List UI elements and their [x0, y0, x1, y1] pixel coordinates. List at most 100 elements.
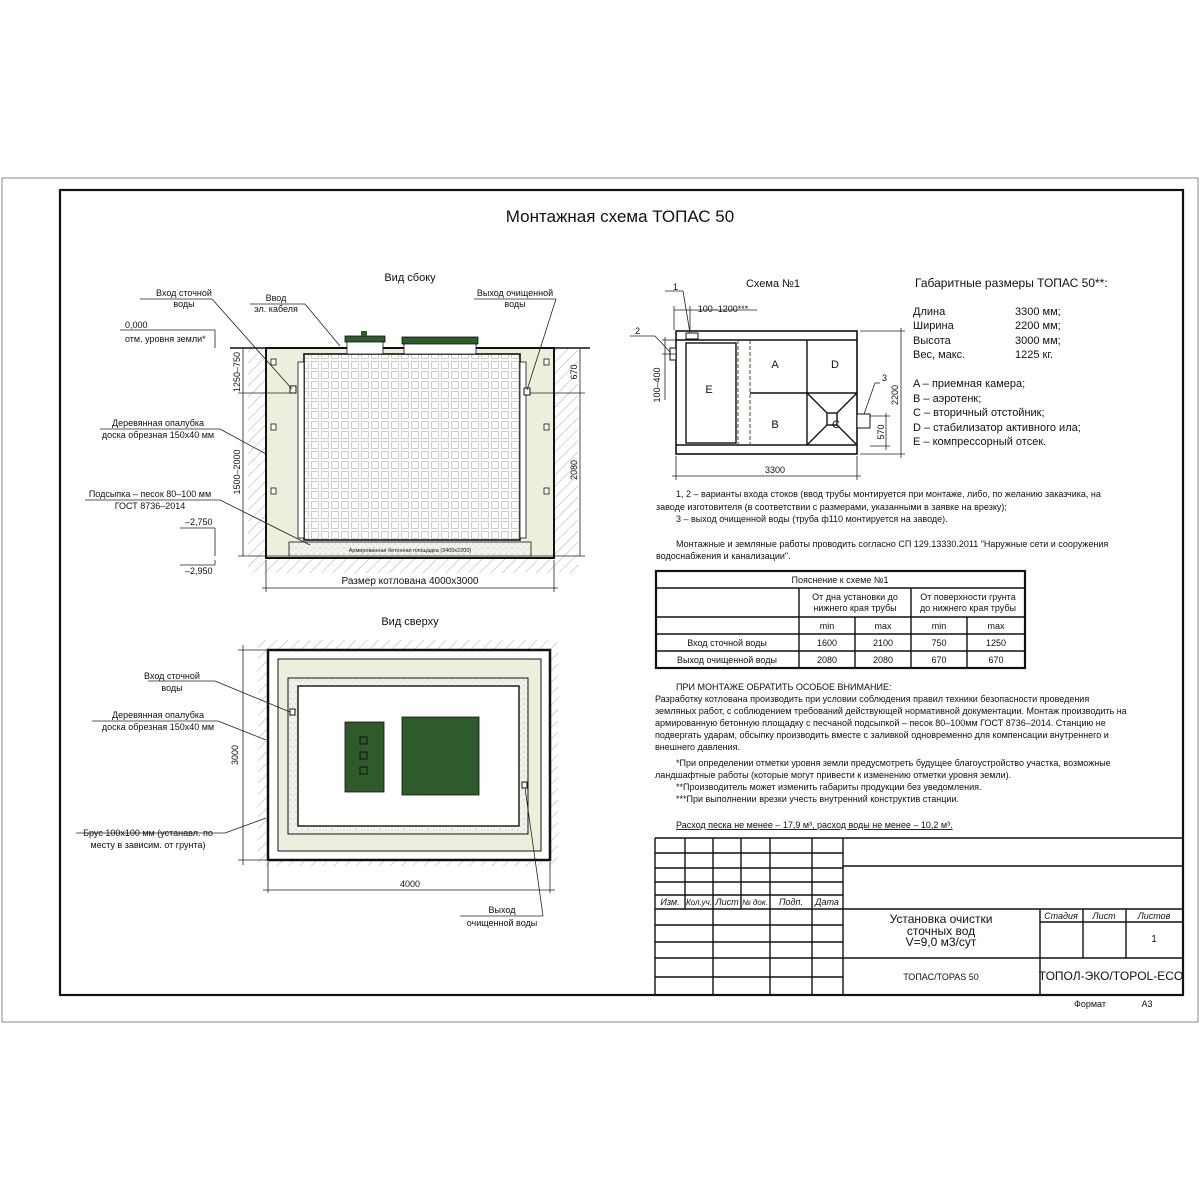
note-regulation-2: водоснабжения и канализации".	[656, 551, 791, 561]
table-cell: 2080	[873, 655, 893, 665]
attention-line: внешнего давления.	[655, 742, 740, 752]
ground-level-value: 0,000	[125, 320, 148, 330]
table-subheader: min	[820, 621, 835, 631]
dim-height-label: Высота	[913, 335, 952, 347]
outlet-label-2: воды	[504, 299, 525, 309]
dim-1250-750: 1250–750	[232, 352, 242, 392]
legend-a: A – приемная камера;	[913, 378, 1025, 390]
inlet-label-2: воды	[173, 299, 194, 309]
top-view: Вид сверху Вход сточной воды Деревянная …	[76, 616, 558, 928]
table-cell: 750	[931, 638, 946, 648]
table-subheader: min	[932, 621, 947, 631]
outlet-pipe-top	[521, 781, 528, 789]
dim-2200: 2200	[890, 385, 900, 405]
top-inlet-label-2: воды	[161, 683, 182, 693]
table-cell: 2100	[873, 638, 893, 648]
project-capacity: V=9,0 м3/сут	[906, 935, 977, 949]
top-formwork-label: Деревянная опалубка	[112, 710, 204, 720]
dim-3000: 3000	[230, 745, 240, 765]
note-outlet: 3 – выход очищенной воды (труба ф110 мон…	[676, 514, 948, 524]
table-group-header-1: От дна установки до	[812, 592, 898, 602]
dim-inlet: 100–1200***	[698, 304, 749, 314]
table-cell: 670	[988, 655, 1003, 665]
product-name: ТОПАС/TOPAS 50	[903, 972, 979, 982]
tank-rib-left	[297, 361, 305, 539]
cable-label-2: эл. кабеля	[254, 304, 298, 314]
section-c-label: C	[832, 419, 840, 431]
format-label: Формат	[1074, 999, 1106, 1009]
table-cell: 2080	[817, 655, 837, 665]
footnote-2: **Производитель может изменить габариты …	[676, 782, 981, 792]
legend-e: E – компрессорный отсек.	[913, 436, 1046, 448]
dim-weight-label: Вес, макс.	[913, 349, 965, 361]
inlet-1	[685, 332, 699, 340]
level-2950: –2,950	[185, 566, 213, 576]
dim-570: 570	[876, 424, 886, 439]
formwork-label-2: доска обрезная 150х40 мм	[102, 430, 214, 440]
note-inlet-1: 1, 2 – варианты входа стоков (ввод трубы…	[676, 489, 1101, 499]
legend-b: B – аэротенк;	[913, 393, 981, 405]
beam-label: Брус 100х100 мм (устанавл. по	[83, 828, 213, 838]
attention-line: армированную бетонную площадку с песчано…	[655, 718, 1106, 728]
top-outlet-label-2: очищенной воды	[467, 918, 538, 928]
attention-line: земляных работ, с соблюдением требований…	[655, 706, 1127, 716]
concrete-pad	[288, 541, 532, 557]
pad-label: Армированная бетонная площадка (3400х220…	[349, 548, 472, 554]
col-izm: Изм.	[660, 897, 679, 907]
lid-large-top	[401, 716, 480, 796]
attention-heading: ПРИ МОНТАЖЕ ОБРАТИТЬ ОСОБОЕ ВНИМАНИЕ:	[676, 682, 892, 692]
dim-length-label: Длина	[913, 306, 946, 318]
beam-label-2: месту в зависим. от грунта)	[91, 840, 206, 850]
top-inlet-label: Вход сточной	[144, 671, 200, 681]
title-block: Изм. Кол.уч. Лист № док. Подп. Дата Уста…	[654, 837, 1183, 1009]
table-row-label: Вход сточной воды	[687, 638, 767, 648]
sand-label: Подсыпка – песок 80–100 мм	[89, 489, 211, 499]
inlet-pipe-top	[289, 708, 296, 716]
footnote-1b: ландшафтные работы (которые могут привес…	[655, 770, 1011, 780]
table-group-header-1b: нижнего края трубы	[813, 603, 896, 613]
sheets-header: Листов	[1137, 911, 1171, 921]
attention-line: Разработку котлована производить при усл…	[655, 694, 1089, 704]
dim-670: 670	[569, 364, 579, 379]
dim-1500-2000: 1500–2000	[232, 449, 242, 494]
top-view-heading: Вид сверху	[381, 616, 439, 628]
pit-size-label: Размер котлована 4000х3000	[342, 576, 479, 587]
dim-width-label: Ширина	[913, 320, 955, 332]
outlet-label: Выход очищенной	[477, 288, 553, 298]
section-d-label: D	[831, 359, 839, 371]
level-2750: –2,750	[185, 517, 213, 527]
dim-2080: 2080	[569, 460, 579, 480]
table-subheader: max	[874, 621, 892, 631]
dim-4000: 4000	[400, 879, 420, 889]
col-kol-uch: Кол.уч.	[686, 898, 712, 907]
col-signature: Подп.	[779, 897, 803, 907]
table-group-header-2b: до нижнего края трубы	[920, 603, 1016, 613]
dim-weight-value: 1225 кг.	[1015, 349, 1053, 361]
table-cell: 1600	[817, 638, 837, 648]
callout-1: 1	[673, 282, 678, 292]
footnote-1: *При определении отметки уровня земли пр…	[676, 758, 1111, 768]
section-c-funnel	[806, 392, 858, 446]
top-outlet-label: Выход	[489, 905, 517, 915]
section-b-label: B	[771, 419, 778, 431]
attention-line: подвергать ударам, обсыпку производить в…	[655, 730, 1109, 740]
table-row-label: Выход очищенной воды	[677, 655, 777, 665]
side-view-heading: Вид сбоку	[384, 272, 436, 284]
table-title: Пояснение к схеме №1	[791, 575, 888, 585]
sheet-header: Лист	[1091, 911, 1116, 921]
company-name: ТОПОЛ-ЭКО/TOPOL-ECO	[1039, 969, 1183, 983]
tank-rib-right	[519, 361, 527, 539]
inlet-pipe	[289, 385, 297, 394]
sand-label-2: ГОСТ 8736–2014	[115, 501, 186, 511]
note-inlet-2: заводе изготовителя (в соответствии с ра…	[656, 502, 1007, 512]
dim-side: 100–400	[652, 367, 662, 402]
col-list: Лист	[714, 897, 739, 907]
lid-small-top	[344, 721, 385, 793]
stage-header: Стадия	[1044, 911, 1078, 921]
cable-label: Ввод	[266, 293, 287, 303]
legend-d: D – стабилизатор активного ила;	[913, 422, 1081, 434]
explanation-table: Пояснение к схеме №1 От дна установки до…	[654, 569, 1027, 670]
inlet-label: Вход сточной	[156, 288, 212, 298]
